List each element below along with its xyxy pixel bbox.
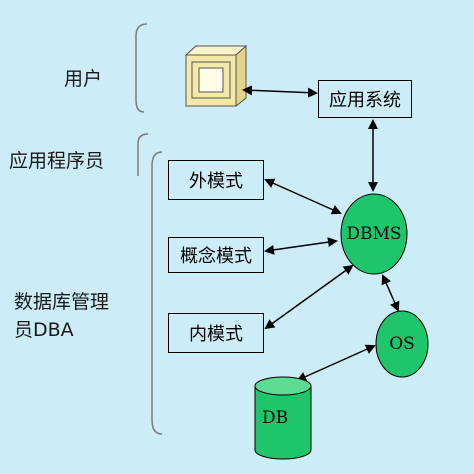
role-app-programmer-label: 应用程序员 (9, 150, 105, 172)
computer-terminal-icon (184, 44, 248, 108)
db-label: DB (261, 408, 289, 428)
internal-schema-box: 内模式 (168, 313, 264, 353)
role-user-label: 用户 (64, 68, 103, 90)
dbms-node (340, 193, 408, 275)
conceptual-schema-box: 概念模式 (168, 237, 264, 273)
role-dba-label-line2: 员DBA (14, 319, 74, 341)
os-label: OS (389, 334, 415, 354)
internal-schema-label: 内模式 (189, 324, 243, 345)
user-bracket (135, 23, 148, 113)
arrow-conceptual-dbms (264, 237, 338, 255)
app-system-label: 应用系统 (329, 90, 401, 111)
dbms-label: DBMS (346, 224, 402, 244)
arrow-os-db (296, 344, 376, 382)
db-cylinder (254, 376, 312, 460)
app-system-box: 应用系统 (318, 80, 412, 118)
app-programmer-bracket (137, 133, 149, 176)
arrow-dbms-os (381, 274, 400, 312)
arrow-terminal-app (242, 85, 318, 98)
arrow-internal-dbms (264, 264, 354, 330)
external-schema-box: 外模式 (168, 160, 264, 200)
role-dba-label-line1: 数据库管理 (14, 291, 110, 313)
os-node (375, 310, 429, 378)
external-schema-label: 外模式 (189, 171, 243, 192)
conceptual-schema-label: 概念模式 (180, 246, 252, 267)
arrow-external-dbms (264, 178, 342, 215)
dba-bracket (151, 151, 163, 435)
